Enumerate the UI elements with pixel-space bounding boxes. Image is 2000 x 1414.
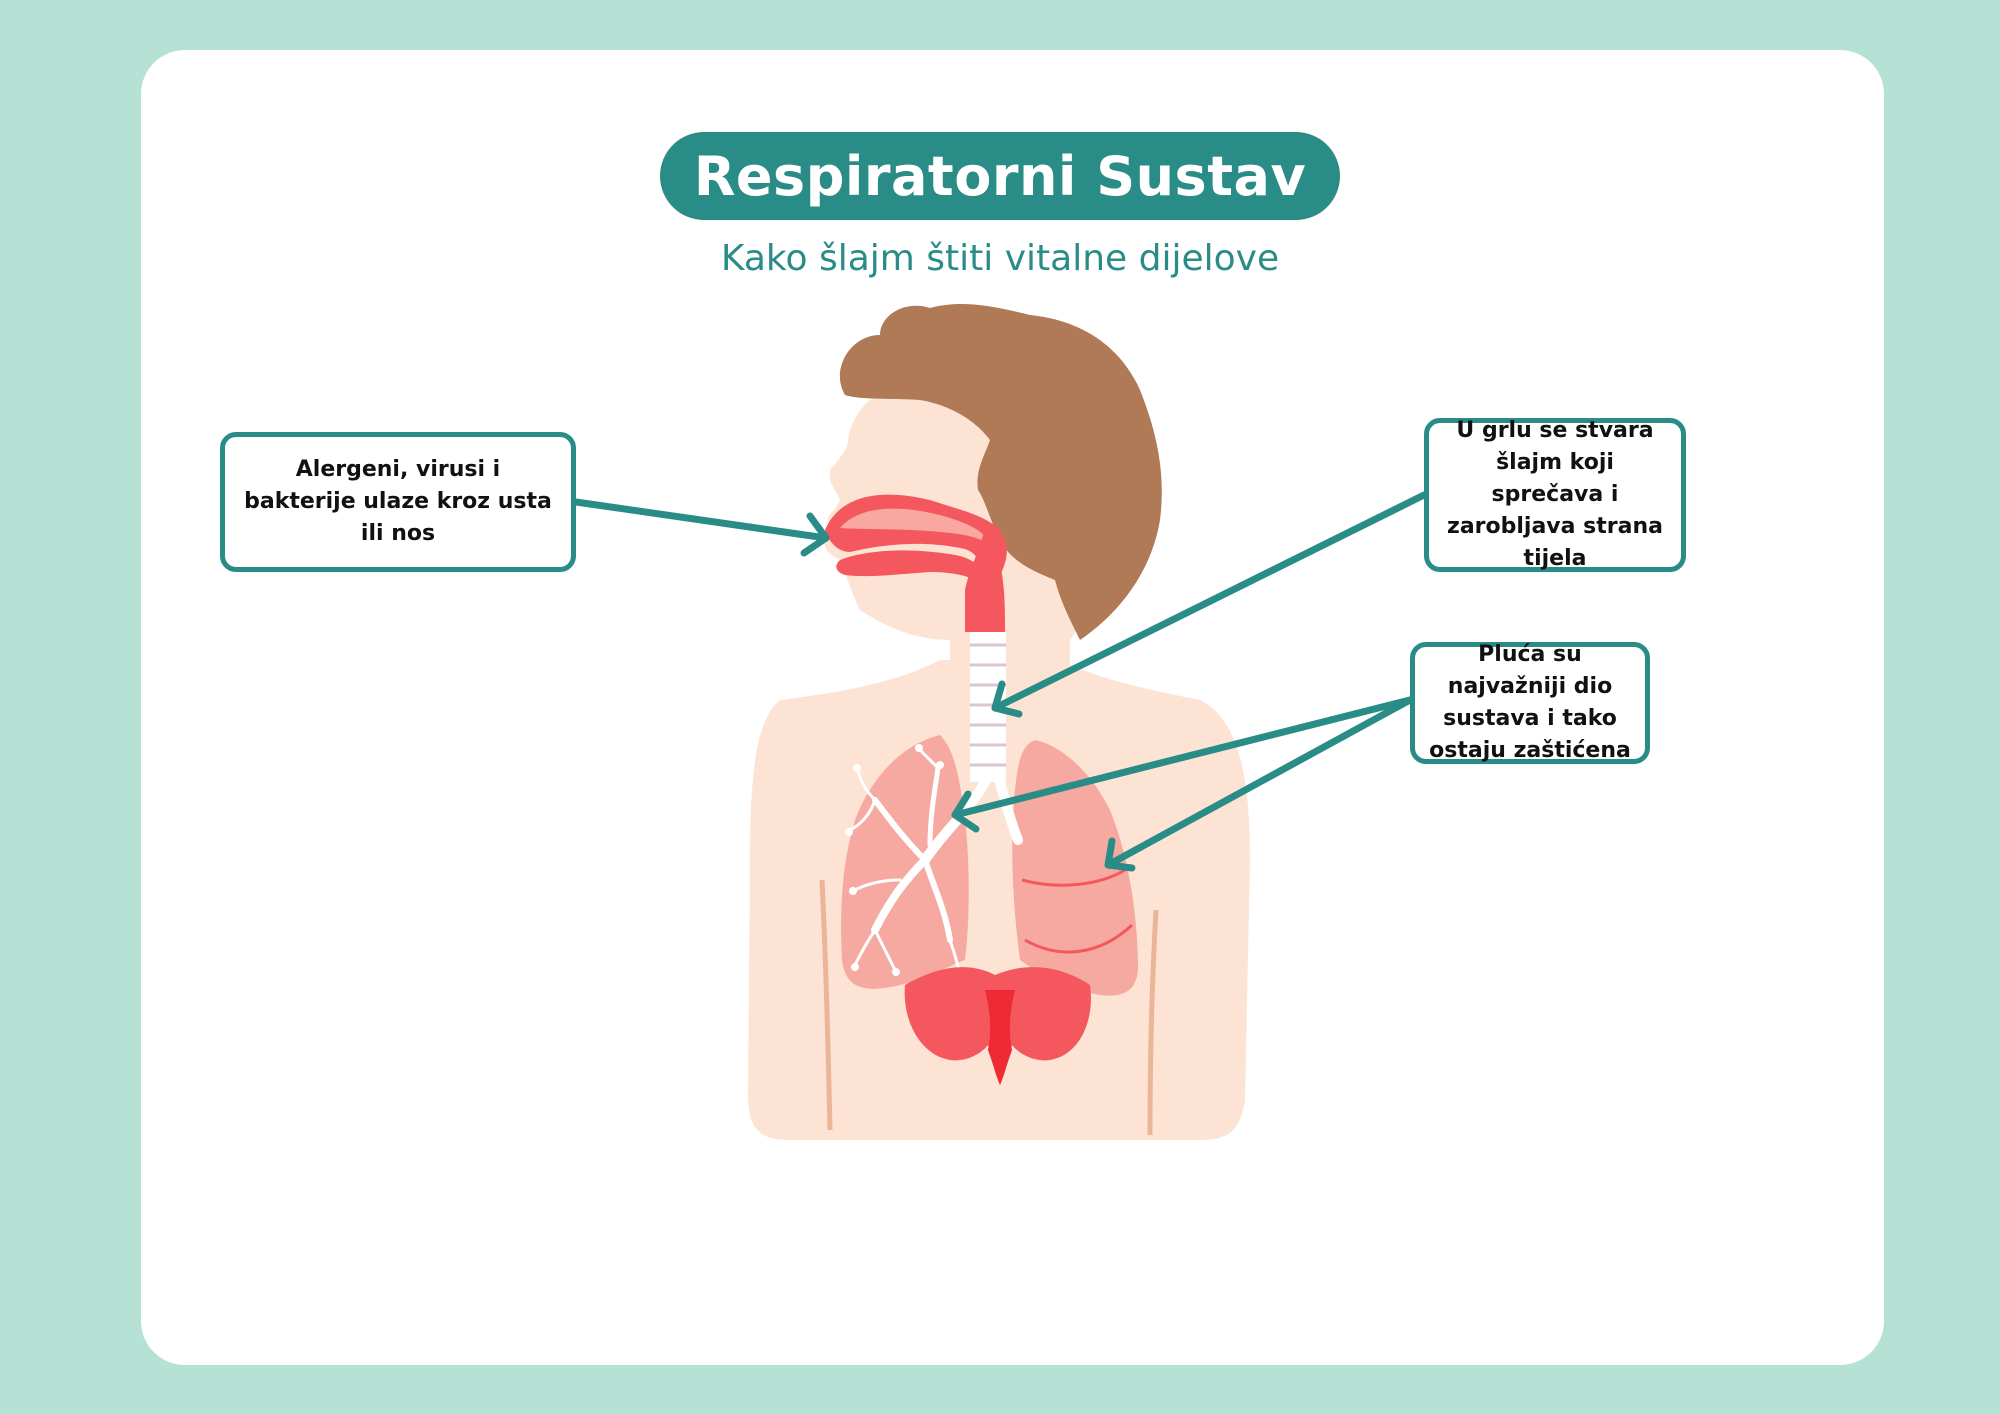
arrow-3-head <box>951 790 980 833</box>
callout-lungs: Pluća su najvažniji dio sustava i tako o… <box>1410 642 1650 764</box>
arrow-4-head <box>1104 837 1136 872</box>
torso-body <box>748 660 1250 1140</box>
page-title: Respiratorni Sustav <box>693 144 1307 208</box>
right-lung-fissure-1 <box>1021 868 1126 887</box>
callout-entry: Alergeni, virusi i bakterije ulaze kroz … <box>220 432 576 572</box>
callout-throat: U grlu se stvara šlajm koji sprečava i z… <box>1424 418 1686 572</box>
arrow-2 <box>991 491 1428 712</box>
right-lung-fissure-2 <box>1024 923 1134 954</box>
left-arm-line <box>819 879 833 1131</box>
throat <box>965 530 1005 632</box>
heart-core <box>985 990 1015 1085</box>
arrow-3 <box>951 696 1414 819</box>
title-badge: Respiratorni Sustav <box>660 132 1340 220</box>
arrow-1 <box>572 498 830 542</box>
arrow-1-head <box>800 512 830 557</box>
callout-throat-text: U grlu se stvara šlajm koji sprečava i z… <box>1447 418 1663 571</box>
arrows <box>572 491 1428 872</box>
right-arm-line <box>1147 909 1159 1136</box>
callout-entry-text: Alergeni, virusi i bakterije ulaze kroz … <box>244 457 552 546</box>
right-lung <box>1012 740 1138 996</box>
page-subtitle: Kako šlajm štiti vitalne dijelove <box>720 238 1280 279</box>
arrow-4 <box>1104 696 1414 869</box>
hair <box>839 304 1162 640</box>
callout-lungs-text: Pluća su najvažniji dio sustava i tako o… <box>1429 642 1631 763</box>
oral-cavity <box>836 550 990 580</box>
nasal-cavity-inner <box>840 508 990 545</box>
arrow-2-head <box>991 680 1023 718</box>
right-bronchus <box>995 777 1023 845</box>
